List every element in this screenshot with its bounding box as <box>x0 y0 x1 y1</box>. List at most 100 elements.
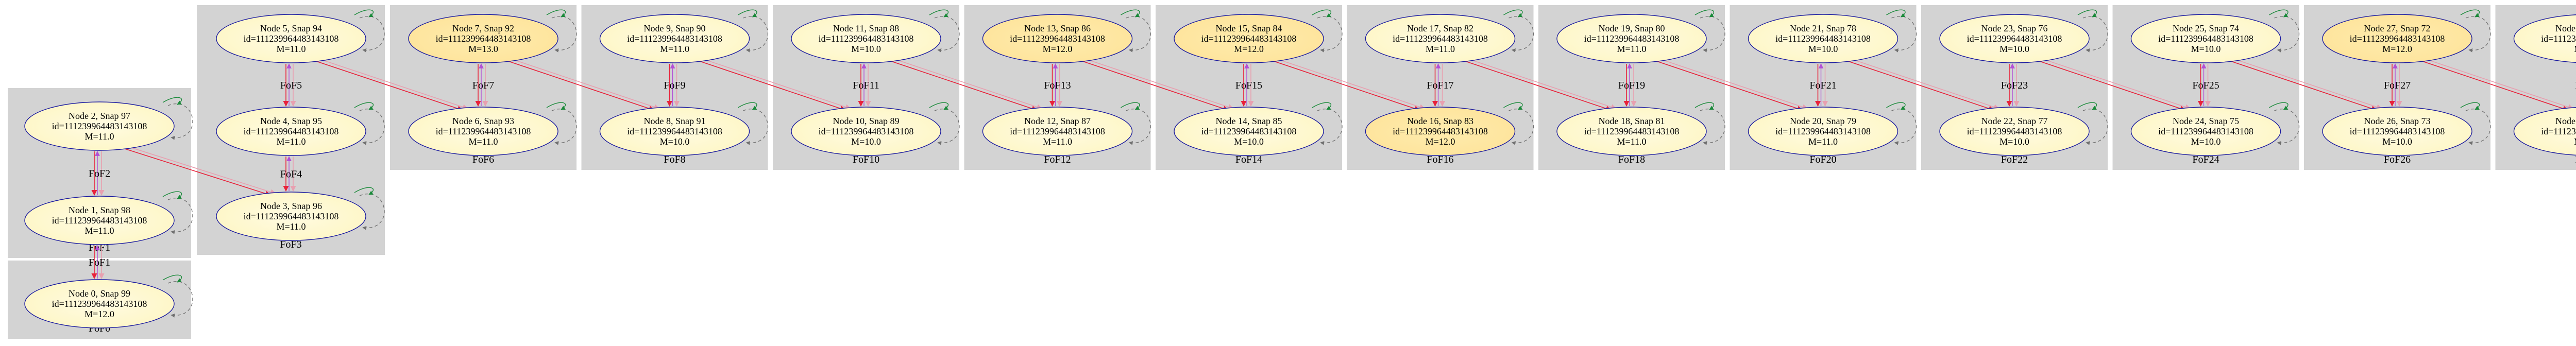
self-loop-edge-green <box>546 9 566 18</box>
tree-node[interactable]: Node 25, Snap 74id=111239964483143108M=1… <box>2130 14 2281 63</box>
tree-node[interactable]: Node 20, Snap 79id=111239964483143108M=1… <box>1748 107 1899 156</box>
node-id: id=111239964483143108 <box>1393 33 1488 44</box>
edge-fof-label: FoF7 <box>472 80 494 91</box>
node-title: Node 14, Snap 85 <box>1216 116 1282 126</box>
edge-fof-label: FoF13 <box>1044 80 1071 91</box>
tree-node[interactable]: Node 26, Snap 73id=111239964483143108M=1… <box>2322 107 2472 156</box>
node-id: id=111239964483143108 <box>1010 126 1105 136</box>
tree-node[interactable]: Node 10, Snap 89id=111239964483143108M=1… <box>791 107 941 156</box>
node-title: Node 2, Snap 97 <box>69 111 130 121</box>
tree-node[interactable]: Node 23, Snap 76id=111239964483143108M=1… <box>1939 14 2090 63</box>
node-mass: M=11.0 <box>277 44 306 54</box>
node-mass: M=10.0 <box>1999 44 2029 54</box>
cluster-label: FoF12 <box>1044 154 1071 165</box>
tree-node[interactable]: Node 15, Snap 84id=111239964483143108M=1… <box>1174 14 1324 63</box>
node-title: Node 17, Snap 82 <box>1407 23 1473 33</box>
node-ellipse <box>2322 107 2472 156</box>
tree-node[interactable]: Node 4, Snap 95id=111239964483143108M=11… <box>216 107 366 156</box>
self-loop-edge-green <box>162 274 182 283</box>
edge-fof-label: FoF15 <box>1235 80 1262 91</box>
tree-node[interactable]: Node 0, Snap 99id=111239964483143108M=12… <box>24 279 175 328</box>
node-title: Node 20, Snap 79 <box>1790 116 1856 126</box>
self-loop-edge-green <box>2077 9 2097 18</box>
tree-node[interactable]: Node 14, Snap 85id=111239964483143108M=1… <box>1174 107 1324 156</box>
node-ellipse <box>982 107 1133 156</box>
node-ellipse <box>791 14 941 63</box>
tree-node[interactable]: Node 16, Snap 83id=111239964483143108M=1… <box>1365 107 1516 156</box>
progenitor-edge <box>316 58 469 110</box>
progenitor-edge <box>2226 59 2378 112</box>
tree-node[interactable]: Node 6, Snap 93id=111239964483143108M=11… <box>408 107 558 156</box>
node-title: Node 29, Snap 70 <box>2555 23 2576 33</box>
node-title: Node 3, Snap 96 <box>260 201 322 211</box>
self-loop-edge-green <box>929 102 948 110</box>
node-ellipse <box>216 192 366 241</box>
tree-node[interactable]: Node 27, Snap 72id=111239964483143108M=1… <box>2322 14 2472 63</box>
progenitor-edge <box>1269 59 1420 112</box>
tree-node[interactable]: Node 19, Snap 80id=111239964483143108M=1… <box>1556 14 1707 63</box>
node-title: Node 0, Snap 99 <box>69 288 130 299</box>
node-id: id=111239964483143108 <box>244 126 339 136</box>
progenitor-edge <box>1078 59 1229 112</box>
progenitor-edge <box>695 59 846 112</box>
self-loop-edge-green <box>2269 9 2289 18</box>
node-ellipse <box>1174 14 1324 63</box>
edge-fof-label: FoF9 <box>664 80 685 91</box>
node-title: Node 25, Snap 74 <box>2173 23 2239 33</box>
node-title: Node 16, Snap 83 <box>1407 116 1473 126</box>
node-mass: M=11.0 <box>1617 44 1647 54</box>
progenitor-edge <box>509 58 660 110</box>
tree-node[interactable]: Node 12, Snap 87id=111239964483143108M=1… <box>982 107 1133 156</box>
node-id: id=111239964483143108 <box>1584 33 1680 44</box>
tree-node[interactable]: Node 11, Snap 88id=111239964483143108M=1… <box>791 14 941 63</box>
node-mass: M=10.0 <box>1808 44 1838 54</box>
tree-node[interactable]: Node 28, Snap 71id=111239964483143108M=1… <box>2513 107 2576 156</box>
edge-fof-label: FoF19 <box>1618 80 1645 91</box>
node-mass: M=10.0 <box>2191 44 2221 54</box>
cluster-label: FoF18 <box>1618 154 1645 165</box>
node-title: Node 19, Snap 80 <box>1599 23 1665 33</box>
edge-fof-label: FoF23 <box>2001 80 2028 91</box>
node-id: id=111239964483143108 <box>1775 126 1871 136</box>
tree-node[interactable]: Node 9, Snap 90id=111239964483143108M=11… <box>599 14 750 63</box>
tree-node[interactable]: Node 5, Snap 94id=111239964483143108M=11… <box>216 14 366 63</box>
cluster-label: FoF20 <box>1809 154 1836 165</box>
cluster-label: FoF10 <box>853 154 879 165</box>
tree-node[interactable]: Node 18, Snap 81id=111239964483143108M=1… <box>1556 107 1707 156</box>
progenitor-edge <box>503 59 655 112</box>
node-id: id=111239964483143108 <box>2541 33 2576 44</box>
node-title: Node 9, Snap 90 <box>644 23 706 33</box>
node-title: Node 22, Snap 77 <box>1981 116 2048 126</box>
tree-node[interactable]: Node 24, Snap 75id=111239964483143108M=1… <box>2130 107 2281 156</box>
cluster-label: FoF6 <box>472 154 494 165</box>
tree-node[interactable]: Node 13, Snap 86id=111239964483143108M=1… <box>982 14 1133 63</box>
node-ellipse <box>1748 14 1899 63</box>
progenitor-edge <box>1652 59 1803 112</box>
node-mass: M=11.0 <box>2574 136 2576 147</box>
node-mass: M=10.0 <box>851 136 881 147</box>
node-ellipse <box>599 107 750 156</box>
tree-node[interactable]: Node 17, Snap 82id=111239964483143108M=1… <box>1365 14 1516 63</box>
node-mass: M=11.0 <box>1426 44 1455 54</box>
tree-node[interactable]: Node 22, Snap 77id=111239964483143108M=1… <box>1939 107 2090 156</box>
tree-node[interactable]: Node 21, Snap 78id=111239964483143108M=1… <box>1748 14 1899 63</box>
progenitor-edge <box>2035 59 2186 112</box>
edge-fof-label: FoF5 <box>280 80 302 91</box>
tree-node[interactable]: Node 8, Snap 91id=111239964483143108M=10… <box>599 107 750 156</box>
tree-node[interactable]: Node 2, Snap 97id=111239964483143108M=11… <box>24 101 175 151</box>
node-mass: M=12.0 <box>1043 44 1073 54</box>
tree-node[interactable]: Node 1, Snap 98id=111239964483143108M=11… <box>24 196 175 245</box>
tree-node[interactable]: Node 29, Snap 70id=111239964483143108M=1… <box>2513 14 2576 63</box>
tree-node[interactable]: Node 7, Snap 92id=111239964483143108M=13… <box>408 14 558 63</box>
node-id: id=111239964483143108 <box>627 126 722 136</box>
self-loop-edge-green <box>162 97 182 105</box>
progenitor-edge <box>2417 59 2569 112</box>
node-title: Node 28, Snap 71 <box>2555 116 2576 126</box>
node-mass: M=12.0 <box>1426 136 1455 147</box>
tree-node[interactable]: Node 3, Snap 96id=111239964483143108M=11… <box>216 192 366 241</box>
node-title: Node 1, Snap 98 <box>69 205 130 215</box>
node-title: Node 6, Snap 93 <box>452 116 514 126</box>
node-mass: M=11.0 <box>85 131 114 142</box>
node-ellipse <box>1748 107 1899 156</box>
